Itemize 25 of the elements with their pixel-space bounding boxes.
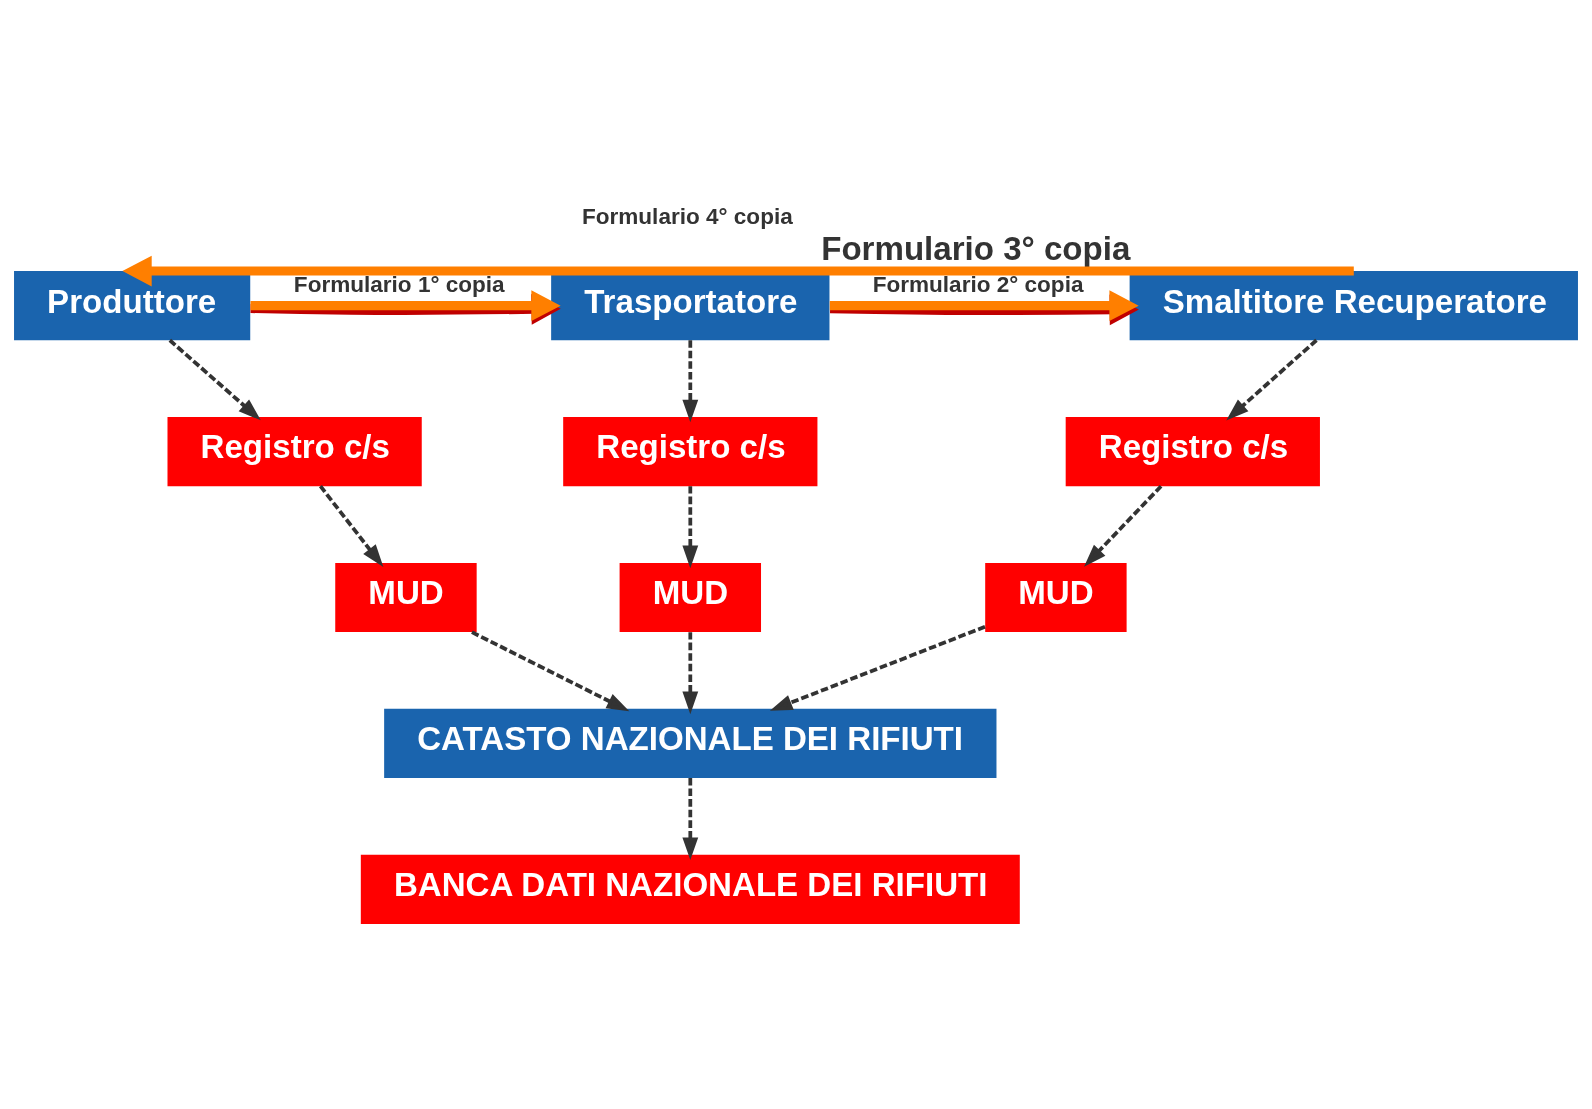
arrow bbox=[1084, 484, 1163, 567]
arrow bbox=[318, 484, 384, 567]
node-box: MUD bbox=[985, 562, 1127, 632]
node-box: Produttore bbox=[14, 270, 251, 340]
arrow bbox=[682, 485, 699, 568]
arrow bbox=[682, 339, 699, 422]
node-box: Smaltitore Recuperatore bbox=[1129, 270, 1578, 340]
edge-label: Formulario 2° copia bbox=[872, 271, 1084, 297]
arrow bbox=[682, 777, 699, 860]
node-box: CATASTO NAZIONALE DEI RIFIUTI bbox=[384, 708, 997, 778]
node-box: MUD bbox=[619, 562, 761, 632]
node-box: Registro c/s bbox=[1065, 416, 1320, 486]
node-box: MUD bbox=[335, 562, 477, 632]
node-box: Registro c/s bbox=[167, 416, 422, 486]
edge-label: Formulario 4° copia bbox=[581, 203, 793, 229]
arrow bbox=[769, 624, 986, 711]
arrow bbox=[471, 629, 630, 711]
arrow bbox=[1226, 338, 1318, 420]
arrow bbox=[682, 631, 699, 714]
node-box: BANCA DATI NAZIONALE DEI RIFIUTI bbox=[360, 854, 1020, 924]
edge-label: Formulario 1° copia bbox=[293, 271, 505, 297]
node-label: Formulario 3° copia bbox=[821, 229, 1131, 267]
arrow bbox=[122, 255, 1354, 286]
node-box: Registro c/s bbox=[563, 416, 818, 486]
arrow bbox=[168, 338, 261, 420]
